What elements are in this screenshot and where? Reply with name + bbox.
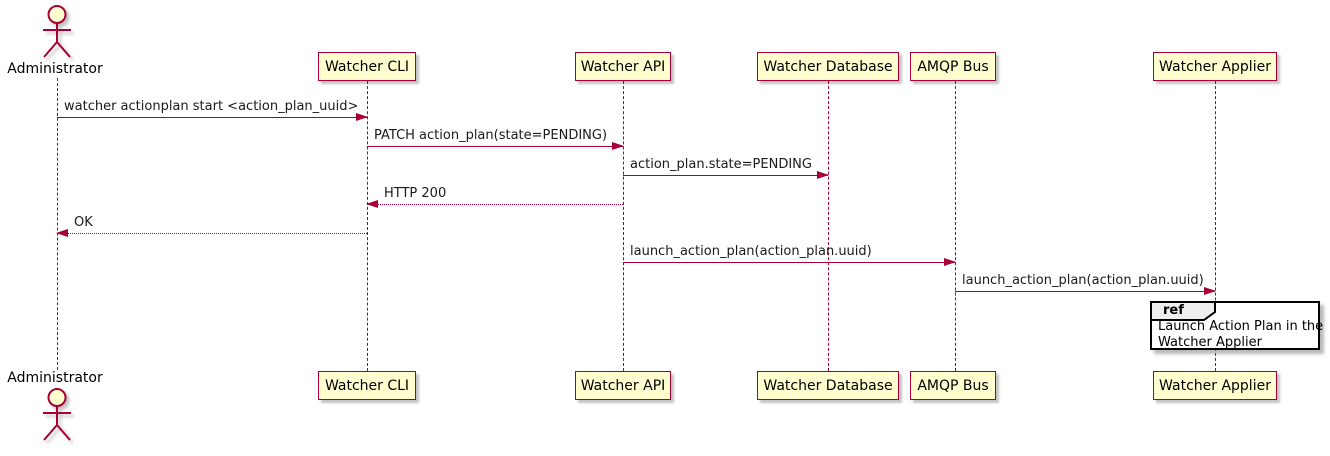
actor-administrator-bottom (32, 386, 82, 448)
ref-content-line: Watcher Applier (1158, 335, 1262, 350)
participant-watcher-applier-bottom: Watcher Applier (1153, 371, 1277, 400)
participant-label: Watcher Database (763, 377, 893, 394)
ref-content-line: Launch Action Plan in the (1158, 319, 1324, 334)
message-label: launch_action_plan(action_plan.uuid) (630, 244, 872, 259)
lifeline-administrator (57, 78, 58, 370)
participant-amqp-bus-bottom: AMQP Bus (910, 371, 996, 400)
arrowhead-right-icon (944, 257, 956, 266)
participant-watcher-database-top: Watcher Database (757, 52, 899, 81)
participant-amqp-bus-top: AMQP Bus (910, 52, 996, 81)
message-ok: OK (56, 215, 367, 237)
participant-watcher-database-bottom: Watcher Database (757, 371, 899, 400)
message-launch-action-plan-applier: launch_action_plan(action_plan.uuid) (955, 273, 1216, 295)
message-line (57, 112, 368, 121)
actor-label-bottom: Administrator (7, 370, 103, 386)
arrowhead-left-icon (366, 199, 378, 208)
participant-label: AMQP Bus (917, 377, 989, 394)
message-label: launch_action_plan(action_plan.uuid) (962, 273, 1204, 288)
lifeline-watcher-database (828, 81, 829, 371)
message-line (623, 257, 956, 266)
participant-watcher-cli-bottom: Watcher CLI (318, 371, 416, 400)
ref-fragment: ref Launch Action Plan in the Watcher Ap… (1150, 301, 1323, 351)
arrowhead-right-icon (817, 170, 829, 179)
message-label: watcher actionplan start <action_plan_uu… (64, 99, 359, 114)
participant-label: Watcher Applier (1159, 58, 1271, 75)
arrowhead-right-icon (356, 112, 368, 121)
message-patch-action-plan: PATCH action_plan(state=PENDING) (367, 128, 624, 150)
lifeline-watcher-cli (367, 81, 368, 371)
message-start-actionplan: watcher actionplan start <action_plan_uu… (57, 99, 368, 121)
participant-label: Watcher API (580, 58, 666, 75)
actor-label-top: Administrator (7, 61, 103, 77)
participant-label: Watcher Database (763, 58, 893, 75)
arrowhead-right-icon (612, 141, 624, 150)
message-launch-action-plan-amqp: launch_action_plan(action_plan.uuid) (623, 244, 956, 266)
lifeline-watcher-applier (1215, 81, 1216, 371)
message-line (623, 170, 829, 179)
arrowhead-right-icon (1204, 286, 1216, 295)
message-http-200: HTTP 200 (366, 186, 623, 208)
participant-label: Watcher Applier (1159, 377, 1271, 394)
message-label: OK (74, 215, 93, 230)
participant-label: AMQP Bus (917, 58, 989, 75)
actor-icon (43, 5, 71, 58)
ref-content: Launch Action Plan in the Watcher Applie… (1158, 319, 1323, 351)
message-label: PATCH action_plan(state=PENDING) (374, 128, 608, 143)
lifeline-watcher-api (623, 81, 624, 371)
message-line (366, 199, 623, 208)
participant-watcher-cli-top: Watcher CLI (318, 52, 416, 81)
participant-watcher-applier-top: Watcher Applier (1153, 52, 1277, 81)
ref-header-shape (1151, 302, 1216, 321)
message-state-pending: action_plan.state=PENDING (623, 157, 829, 179)
participant-watcher-api-bottom: Watcher API (575, 371, 671, 400)
message-label: HTTP 200 (384, 186, 447, 201)
participant-watcher-api-top: Watcher API (575, 52, 671, 81)
arrowhead-left-icon (56, 228, 68, 237)
message-line (56, 228, 367, 237)
message-line (955, 286, 1216, 295)
lifeline-amqp-bus (955, 81, 956, 371)
message-line (367, 141, 624, 150)
participant-label: Watcher API (580, 377, 666, 394)
participant-label: Watcher CLI (324, 58, 410, 75)
actor-administrator-top (32, 3, 82, 65)
actor-icon (43, 388, 71, 441)
participant-label: Watcher CLI (324, 377, 410, 394)
ref-keyword: ref (1163, 303, 1184, 318)
message-label: action_plan.state=PENDING (630, 157, 812, 172)
